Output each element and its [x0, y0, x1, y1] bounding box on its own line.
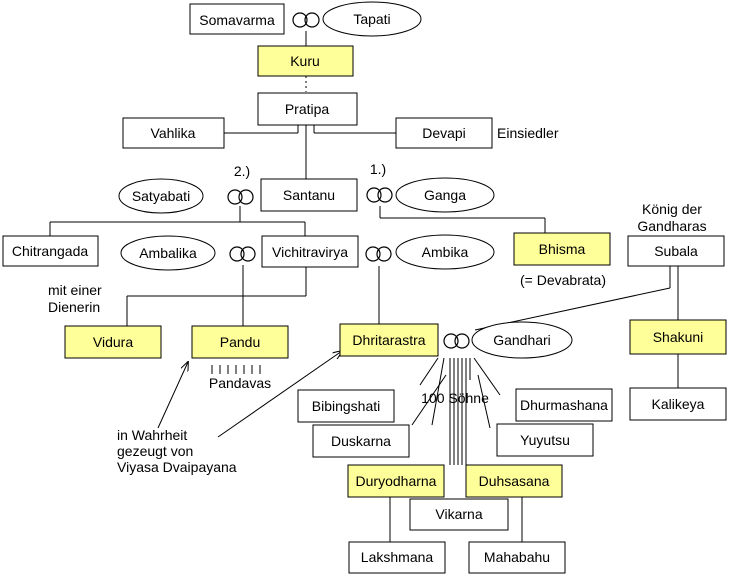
label-dhurmashana: Dhurmashana [520, 397, 608, 413]
label-santanu: Santanu [283, 187, 335, 203]
ring-dhritarastra-gandhari-icon [443, 333, 470, 349]
node-dhritarastra: Dhritarastra [339, 323, 439, 357]
ring-santanu-ganga-icon [366, 187, 393, 203]
node-kalikeya: Kalikeya [629, 387, 727, 421]
node-bibingshati: Bibingshati [297, 389, 395, 423]
node-subala: Subala [627, 235, 725, 267]
label-duryodharna: Duryodharna [356, 473, 437, 489]
node-yuyutsu: Yuyutsu [496, 423, 594, 457]
ring-vichitravirya-ambika-icon [365, 246, 392, 262]
annotation-arrows [157, 351, 342, 438]
node-lakshmana: Lakshmana [348, 541, 446, 574]
label-ambika: Ambika [422, 244, 469, 260]
node-satyabati: Satyabati [118, 178, 204, 214]
node-tapati: Tapati [322, 1, 422, 37]
label-vikarna: Vikarna [435, 506, 482, 522]
label-wahrheit-1: in Wahrheit [117, 427, 187, 443]
node-vichitravirya: Vichitravirya [261, 235, 359, 268]
label-koenig-der-2: Gandharas [637, 218, 706, 234]
label-satyabati: Satyabati [132, 188, 190, 204]
label-chitrangada: Chitrangada [12, 243, 88, 259]
label-yuyutsu: Yuyutsu [520, 432, 570, 448]
label-vichitravirya: Vichitravirya [272, 244, 348, 260]
label-mit-einer: mit einer [48, 282, 102, 298]
label-wahrheit-3: Viyasa Dvaipayana [117, 459, 237, 475]
node-ganga: Ganga [395, 177, 495, 213]
node-somavarma: Somavarma [189, 3, 285, 35]
label-bibingshati: Bibingshati [312, 398, 381, 414]
label-devapi: Devapi [422, 125, 466, 141]
hundred-sons-lines [411, 357, 501, 465]
label-dienerin: Dienerin [48, 299, 100, 315]
label-shakuni: Shakuni [653, 329, 704, 345]
label-pandavas: Pandavas [209, 375, 271, 391]
label-tapati: Tapati [353, 11, 390, 27]
ring-somavarma-tapati-icon [292, 12, 320, 28]
node-vidura: Vidura [64, 325, 162, 359]
label-pratipa: Pratipa [285, 101, 330, 117]
label-ambalika: Ambalika [139, 245, 197, 261]
node-devapi: Devapi [395, 117, 493, 149]
pandavas-ticks [211, 365, 261, 374]
label-koenig-der-1: König der [642, 201, 702, 217]
label-hundert-soehne: 100 Söhne [421, 390, 489, 406]
label-marriage-2: 2.) [234, 163, 250, 179]
label-einsiedler: Einsiedler [497, 125, 559, 141]
label-lakshmana: Lakshmana [361, 549, 434, 565]
node-duhsasana: Duhsasana [465, 464, 563, 498]
node-mahabahu: Mahabahu [468, 541, 566, 574]
label-vahlika: Vahlika [151, 125, 196, 141]
node-duryodharna: Duryodharna [347, 464, 445, 498]
label-wahrheit-2: gezeugt von [117, 443, 193, 459]
node-chitrangada: Chitrangada [2, 235, 99, 267]
label-devabrata: (= Devabrata) [520, 272, 606, 288]
label-subala: Subala [654, 243, 698, 259]
label-kalikeya: Kalikeya [652, 396, 705, 412]
ring-satyabati-santanu-icon [227, 189, 254, 205]
label-duskarna: Duskarna [331, 433, 391, 449]
ring-ambalika-vichitravirya-icon [229, 246, 256, 262]
label-vidura: Vidura [93, 334, 133, 350]
label-gandhari: Gandhari [493, 332, 551, 348]
node-vikarna: Vikarna [409, 498, 509, 531]
node-vahlika: Vahlika [122, 117, 225, 149]
label-bhisma: Bhisma [539, 241, 586, 257]
node-ambika: Ambika [395, 234, 495, 270]
label-marriage-1: 1.) [370, 161, 386, 177]
node-duskarna: Duskarna [312, 424, 410, 458]
label-dhritarastra: Dhritarastra [352, 332, 425, 348]
label-somavarma: Somavarma [199, 12, 275, 28]
label-kuru: Kuru [290, 53, 320, 69]
node-pandu: Pandu [191, 325, 289, 359]
node-santanu: Santanu [260, 178, 358, 212]
node-gandhari: Gandhari [471, 321, 573, 359]
label-pandu: Pandu [220, 334, 260, 350]
node-kuru: Kuru [257, 45, 354, 77]
node-pratipa: Pratipa [257, 92, 358, 126]
label-duhsasana: Duhsasana [479, 473, 550, 489]
label-ganga: Ganga [424, 187, 466, 203]
node-ambalika: Ambalika [120, 235, 216, 271]
node-shakuni: Shakuni [629, 319, 727, 355]
connector-lines [49, 31, 679, 542]
node-bhisma: Bhisma [513, 232, 611, 266]
label-mahabahu: Mahabahu [484, 549, 550, 565]
node-dhurmashana: Dhurmashana [515, 388, 613, 422]
